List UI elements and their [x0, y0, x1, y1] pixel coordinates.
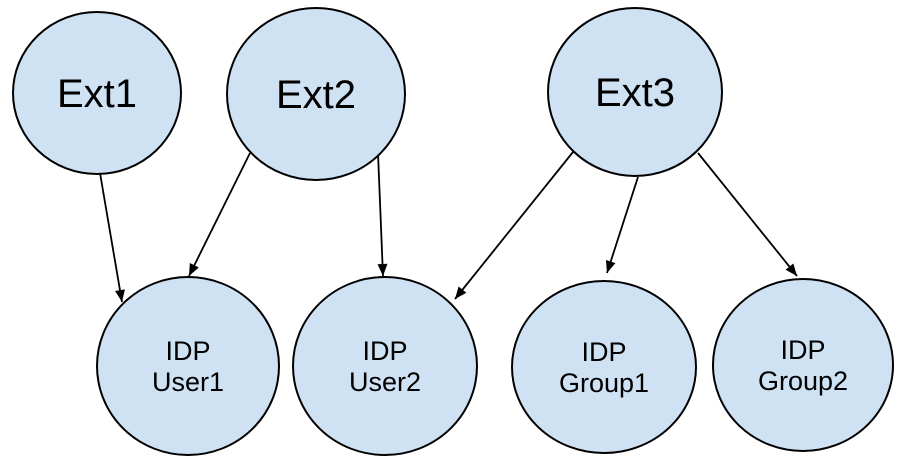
edge-ext1-to-idp-user1 — [99, 172, 125, 303]
node-idp-user2-circle — [292, 276, 478, 456]
edge-ext3-to-idp-group2 — [697, 152, 798, 277]
node-ext2-label: Ext2 — [276, 73, 356, 117]
node-ext3-circle — [547, 7, 723, 177]
node-ext2: Ext2 — [226, 7, 406, 181]
node-ext2-circle — [226, 7, 406, 181]
edges-layer — [99, 151, 798, 303]
node-idp-user1-circle — [96, 276, 280, 456]
node-ext3-label: Ext3 — [595, 71, 675, 115]
node-ext1: Ext1 — [12, 11, 182, 175]
edge-ext3-to-idp-user2 — [454, 151, 574, 300]
node-idp-group1-circle — [511, 280, 697, 454]
node-idp-group2-circle — [712, 278, 894, 452]
node-ext1-label: Ext1 — [57, 72, 137, 116]
node-ext3: Ext3 — [547, 7, 723, 177]
edge-ext3-to-idp-group1 — [605, 176, 639, 274]
edge-ext2-to-idp-user2 — [377, 152, 388, 277]
node-ext1-circle — [12, 11, 182, 175]
edge-ext2-to-idp-user1 — [188, 152, 251, 277]
